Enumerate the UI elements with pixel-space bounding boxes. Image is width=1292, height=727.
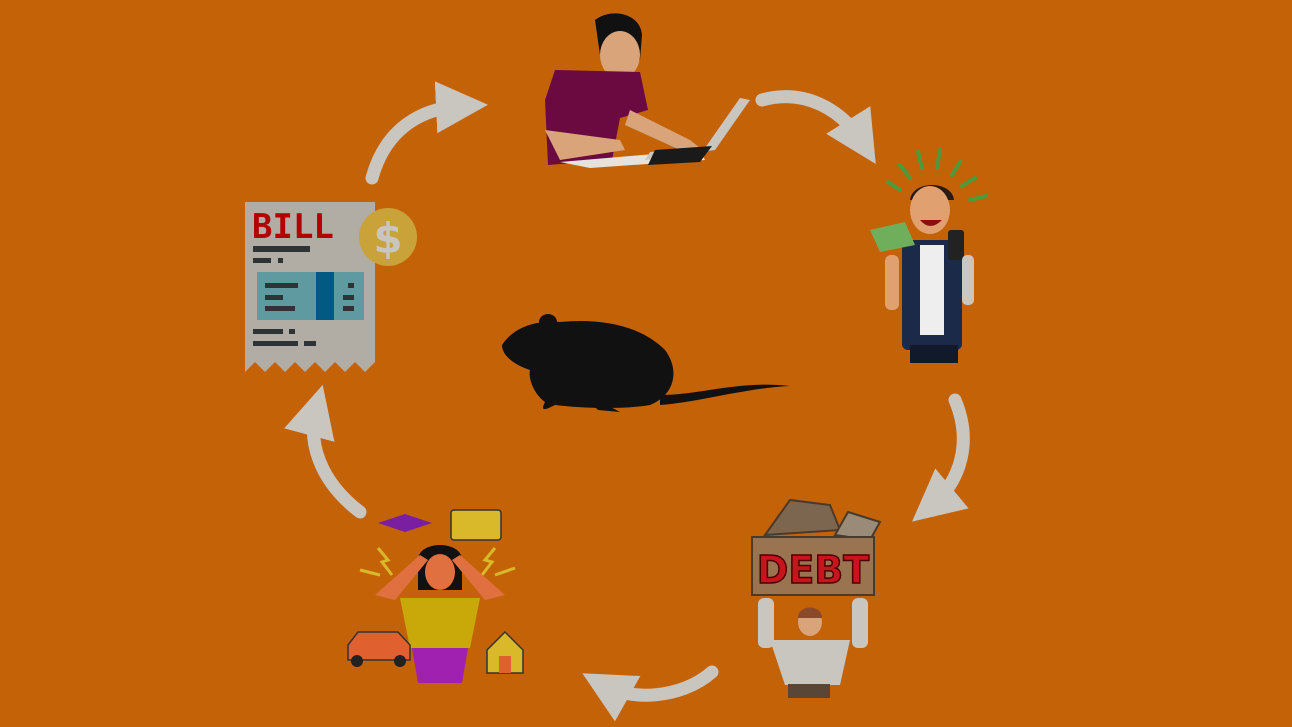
cycle-arrow-1 (365, 81, 488, 185)
cycle-arrow-3 (912, 393, 970, 522)
happy-person-money-figure (870, 148, 988, 363)
debt-label: DEBT (757, 548, 869, 592)
bill-title: BILL (252, 207, 334, 247)
rat-silhouette (502, 314, 790, 412)
cycle-arrow-4 (582, 665, 719, 722)
person-laptop-figure (545, 13, 750, 168)
cycle-arrow-2 (755, 90, 876, 165)
cycle-arrow-5 (284, 384, 367, 519)
coin-symbol: $ (373, 214, 402, 263)
bill-icon: BILL (245, 202, 375, 372)
dollar-coin-icon: $ (359, 208, 417, 266)
stressed-person-expenses-figure (347, 509, 524, 683)
person-carrying-debt-figure: DEBT (751, 498, 882, 698)
